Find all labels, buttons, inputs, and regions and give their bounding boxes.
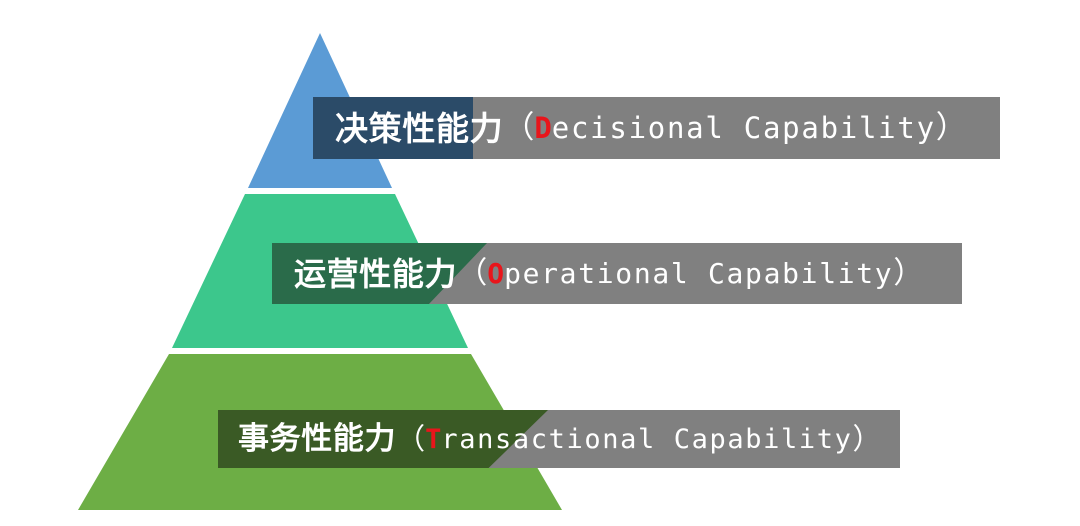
tier-label-paren-close-decisional: ） bbox=[935, 109, 967, 146]
tier-label-paren-open-transactional: （ bbox=[396, 421, 426, 456]
tier-label-initial-transactional: T bbox=[425, 423, 442, 455]
tier-label-paren-close-transactional: ） bbox=[852, 421, 882, 456]
tier-label-en-operational: perational Capability bbox=[504, 256, 894, 290]
tier-label-cn-decisional: 决策性能力 bbox=[335, 108, 504, 148]
tier-label-en-decisional: ecisional Capability bbox=[551, 110, 936, 145]
tier-label-paren-open-decisional: （ bbox=[503, 109, 535, 146]
tier-label-operational[interactable]: 运营性能力 （ O perational Capability ） bbox=[272, 243, 962, 304]
tier-label-en-transactional: ransactional Capability bbox=[441, 423, 853, 455]
tier-label-cn-operational: 运营性能力 bbox=[294, 254, 458, 293]
tier-label-cn-transactional: 事务性能力 bbox=[238, 420, 397, 457]
tier-label-paren-open-operational: （ bbox=[457, 255, 488, 291]
tier-label-decisional[interactable]: 决策性能力 （ D ecisional Capability ） bbox=[313, 97, 1000, 159]
tier-label-initial-decisional: D bbox=[534, 110, 552, 145]
tier-label-paren-close-operational: ） bbox=[893, 255, 924, 291]
tier-label-accent-decisional bbox=[313, 97, 473, 159]
tier-label-initial-operational: O bbox=[487, 256, 505, 290]
tier-label-accent-transactional bbox=[218, 410, 548, 468]
tier-label-transactional[interactable]: 事务性能力 （ T ransactional Capability ） bbox=[218, 410, 900, 468]
